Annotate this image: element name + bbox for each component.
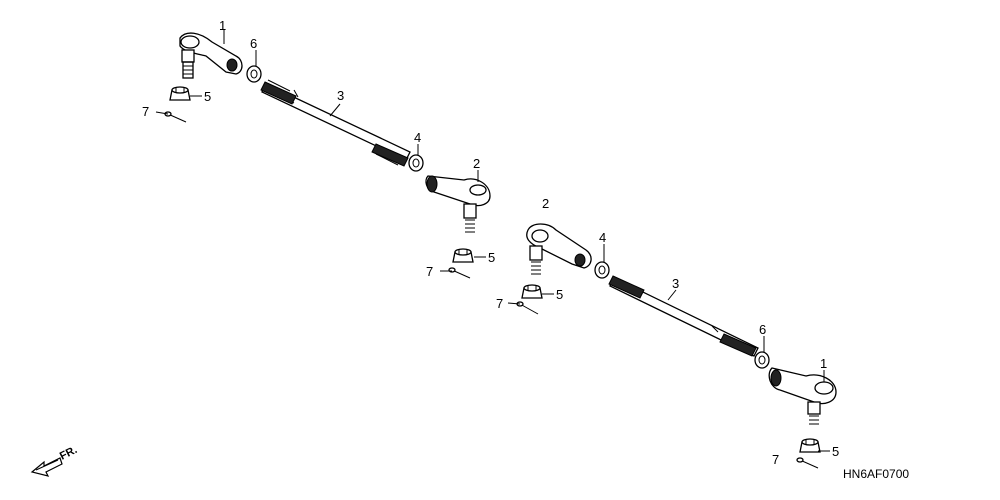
callout-4-upper: 4: [414, 130, 421, 145]
tie-rod-end-outer-right: [768, 367, 837, 425]
callout-2-lower: 2: [542, 196, 549, 211]
callout-7-upper-b: 7: [426, 264, 433, 279]
lock-nut-right: [754, 351, 770, 369]
front-direction-arrow: [30, 457, 63, 477]
castle-nut-left-lower: [452, 248, 474, 263]
lock-nut-left: [246, 65, 262, 83]
callout-6-lower: 6: [759, 322, 766, 337]
callout-5-upper-a: 5: [204, 89, 211, 104]
cotter-pin-left-lower: [448, 267, 471, 279]
callout-5-lower-b: 5: [832, 444, 839, 459]
tie-rod-end-inner-right: [526, 223, 592, 275]
callout-7-upper-a: 7: [142, 104, 149, 119]
lock-nut-left-inner: [408, 154, 424, 172]
figure-code: HN6AF0700: [843, 467, 909, 481]
callout-4-lower: 4: [599, 230, 606, 245]
tie-rod-end-inner-left: [425, 175, 491, 233]
tie-rod-left: [260, 79, 411, 167]
castle-nut-right-lower: [799, 438, 821, 453]
callout-7-lower-a: 7: [496, 296, 503, 311]
callout-1-upper: 1: [219, 18, 226, 33]
castle-nut-left-upper: [169, 86, 191, 101]
callout-5-upper-b: 5: [488, 250, 495, 265]
cotter-pin-left-upper: [164, 111, 187, 123]
castle-nut-right-upper: [521, 284, 543, 299]
front-indicator-label: FR.: [58, 444, 79, 463]
leader-lines: [155, 30, 830, 452]
lock-nut-right-inner: [594, 261, 610, 279]
callout-3-lower: 3: [672, 276, 679, 291]
callout-3-upper: 3: [337, 88, 344, 103]
cotter-pin-right-upper: [516, 301, 539, 315]
tie-rod-right: [608, 275, 759, 357]
callout-2-upper: 2: [473, 156, 480, 171]
callout-6-upper: 6: [250, 36, 257, 51]
callout-1-lower: 1: [820, 356, 827, 371]
tie-rod-end-outer-left: [179, 32, 243, 79]
callout-7-lower-b: 7: [772, 452, 779, 467]
callout-5-lower-a: 5: [556, 287, 563, 302]
cotter-pin-right-lower: [796, 457, 819, 469]
